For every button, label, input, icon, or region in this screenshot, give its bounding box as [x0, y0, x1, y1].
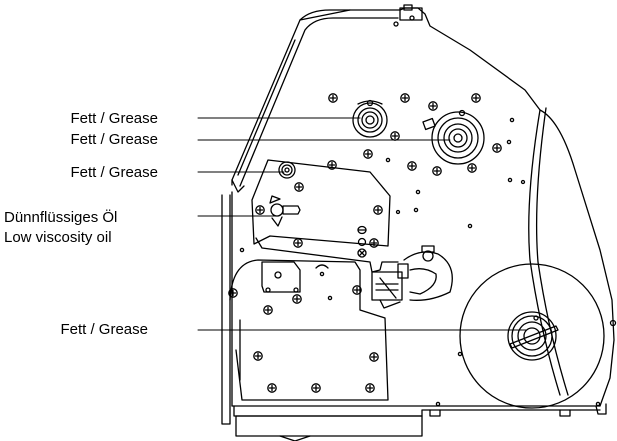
- screw-icon: [390, 131, 400, 141]
- print-head: [255, 237, 453, 309]
- screw-icon: [432, 166, 442, 176]
- hole-icon: [435, 401, 441, 407]
- screw-icon: [400, 93, 410, 103]
- screw-icon: [255, 205, 265, 215]
- hole-icon: [506, 139, 512, 145]
- label-oil-de: Dünnflüssiges Öl: [4, 209, 118, 226]
- housing-outline: [221, 4, 617, 441]
- hole-icon: [595, 401, 601, 407]
- middle-plate: [251, 159, 401, 258]
- label-grease-4: Fett / Grease: [60, 321, 148, 338]
- screw-icon: [369, 238, 379, 248]
- screw-icon: [267, 383, 277, 393]
- hole-icon: [415, 189, 421, 195]
- screws: [228, 93, 502, 393]
- screw-icon: [294, 182, 304, 192]
- leader-lines: [197, 117, 527, 331]
- screw-icon: [327, 160, 337, 170]
- screw-icon: [228, 288, 238, 298]
- screw-icon: [471, 93, 481, 103]
- lower-roll: [459, 263, 605, 409]
- hole-icon: [239, 247, 245, 253]
- hole-icon: [467, 223, 473, 229]
- screw-icon: [311, 383, 321, 393]
- screw-icon: [253, 351, 263, 361]
- hole-icon: [509, 117, 515, 123]
- screw-icon: [328, 93, 338, 103]
- screw-icon: [352, 285, 362, 295]
- label-oil-en: Low viscosity oil: [4, 229, 112, 246]
- hole-icon: [319, 271, 325, 277]
- hole-icon: [457, 351, 463, 357]
- label-grease-2: Fett / Grease: [70, 131, 158, 148]
- screw-icon: [293, 238, 303, 248]
- screw-icon: [363, 149, 373, 159]
- holes: [239, 117, 601, 407]
- screw-icon: [365, 383, 375, 393]
- label-grease-1: Fett / Grease: [70, 110, 158, 127]
- hole-icon: [507, 177, 513, 183]
- screw-icon: [428, 101, 438, 111]
- hole-icon: [327, 295, 333, 301]
- screw-icon: [492, 143, 502, 153]
- screw-icon: [369, 352, 379, 362]
- hole-icon: [385, 157, 391, 163]
- hole-icon: [413, 207, 419, 213]
- screw-icon: [467, 163, 477, 173]
- screw-icon: [292, 294, 302, 304]
- upper-roller-large: [422, 109, 485, 165]
- label-grease-3: Fett / Grease: [70, 164, 158, 181]
- upper-roller-small: [352, 99, 388, 138]
- screw-icon: [373, 205, 383, 215]
- screw-icon: [263, 305, 273, 315]
- screw-icon: [407, 161, 417, 171]
